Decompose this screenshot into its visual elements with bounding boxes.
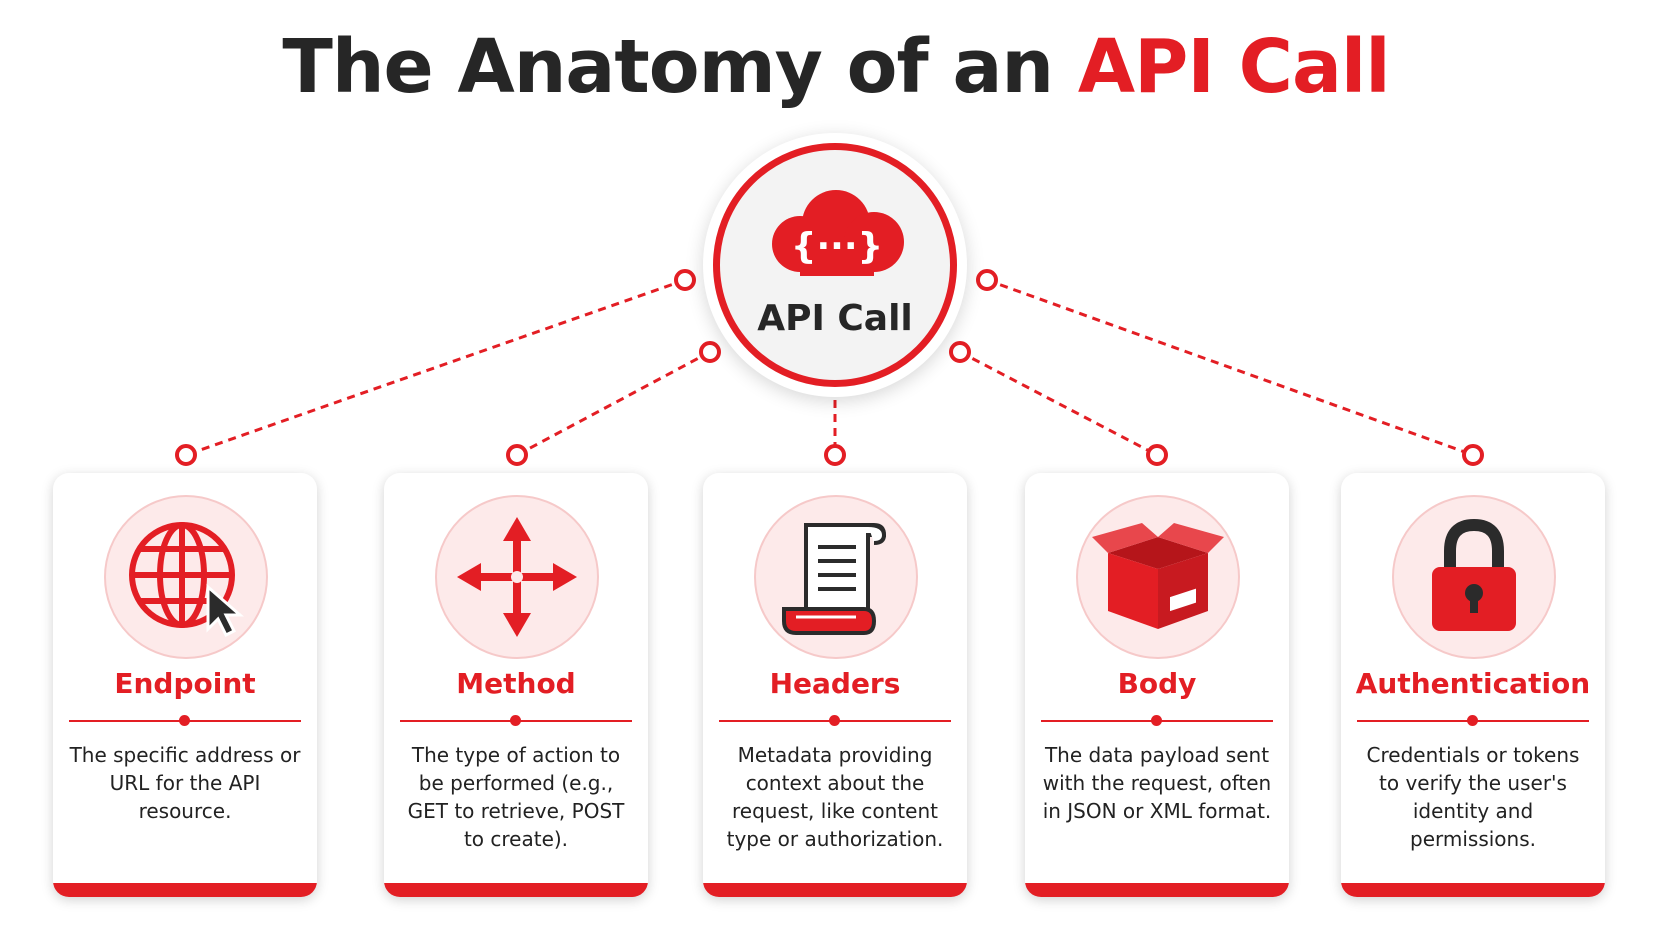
hub-node-1	[674, 269, 696, 291]
card-title: Body	[1117, 667, 1197, 700]
cloud-code-icon: {···}	[772, 190, 904, 276]
api-call-hub: {···} API Call	[703, 133, 967, 397]
card-description: The type of action to be performed (e.g.…	[407, 743, 625, 851]
divider-dot	[1467, 715, 1478, 726]
move-arrows-icon	[457, 517, 577, 637]
icon-circle	[1392, 495, 1556, 659]
hub-label: API Call	[757, 298, 913, 339]
card-description: Metadata providing context about the req…	[726, 743, 944, 851]
card-node-body	[1146, 444, 1168, 466]
icon-circle	[435, 495, 599, 659]
hub-node-3	[949, 341, 971, 363]
card-accent-bar	[53, 883, 317, 897]
card-node-headers	[824, 444, 846, 466]
card-accent-bar	[703, 883, 967, 897]
card-title: Headers	[769, 667, 901, 700]
box-icon	[1092, 523, 1224, 629]
component-card-headers: Headers Metadata providing context about…	[703, 473, 967, 897]
card-title: Endpoint	[114, 667, 256, 700]
component-card-authentication: Authentication Credentials or tokens to …	[1341, 473, 1605, 897]
title-main: The Anatomy of an	[282, 24, 1054, 110]
icon-circle	[104, 495, 268, 659]
page-title: The Anatomy of an API Call	[0, 22, 1672, 112]
card-description: The data payload sent with the request, …	[1042, 743, 1272, 823]
icon-circle	[1076, 495, 1240, 659]
hub-node-2	[699, 341, 721, 363]
svg-text:{···}: {···}	[791, 226, 883, 267]
component-card-endpoint: Endpoint The specific address or URL for…	[53, 473, 317, 897]
component-card-body: Body The data payload sent with the requ…	[1025, 473, 1289, 897]
card-node-method	[506, 444, 528, 466]
connector-authentication	[986, 278, 1474, 457]
card-description: Credentials or tokens to verify the user…	[1366, 743, 1580, 851]
card-node-authentication	[1462, 444, 1484, 466]
connector-body	[959, 350, 1158, 457]
card-title: Method	[456, 667, 576, 700]
card-accent-bar	[1025, 883, 1289, 897]
card-description: The specific address or URL for the API …	[69, 743, 301, 823]
card-node-endpoint	[175, 444, 197, 466]
card-accent-bar	[384, 883, 648, 897]
divider-dot	[179, 715, 190, 726]
title-accent: API Call	[1077, 24, 1391, 110]
document-scroll-icon	[782, 523, 887, 635]
connector-endpoint	[185, 278, 686, 457]
divider-dot	[1151, 715, 1162, 726]
card-accent-bar	[1341, 883, 1605, 897]
component-card-method: Method The type of action to be performe…	[384, 473, 648, 897]
globe-cursor-icon	[129, 522, 244, 638]
icon-circle	[754, 495, 918, 659]
divider-dot	[829, 715, 840, 726]
hub-ring: {···} API Call	[713, 143, 957, 387]
divider-dot	[510, 715, 521, 726]
hub-node-4	[976, 269, 998, 291]
card-title: Authentication	[1355, 667, 1591, 700]
padlock-icon	[1432, 518, 1516, 631]
connector-method	[516, 350, 711, 457]
